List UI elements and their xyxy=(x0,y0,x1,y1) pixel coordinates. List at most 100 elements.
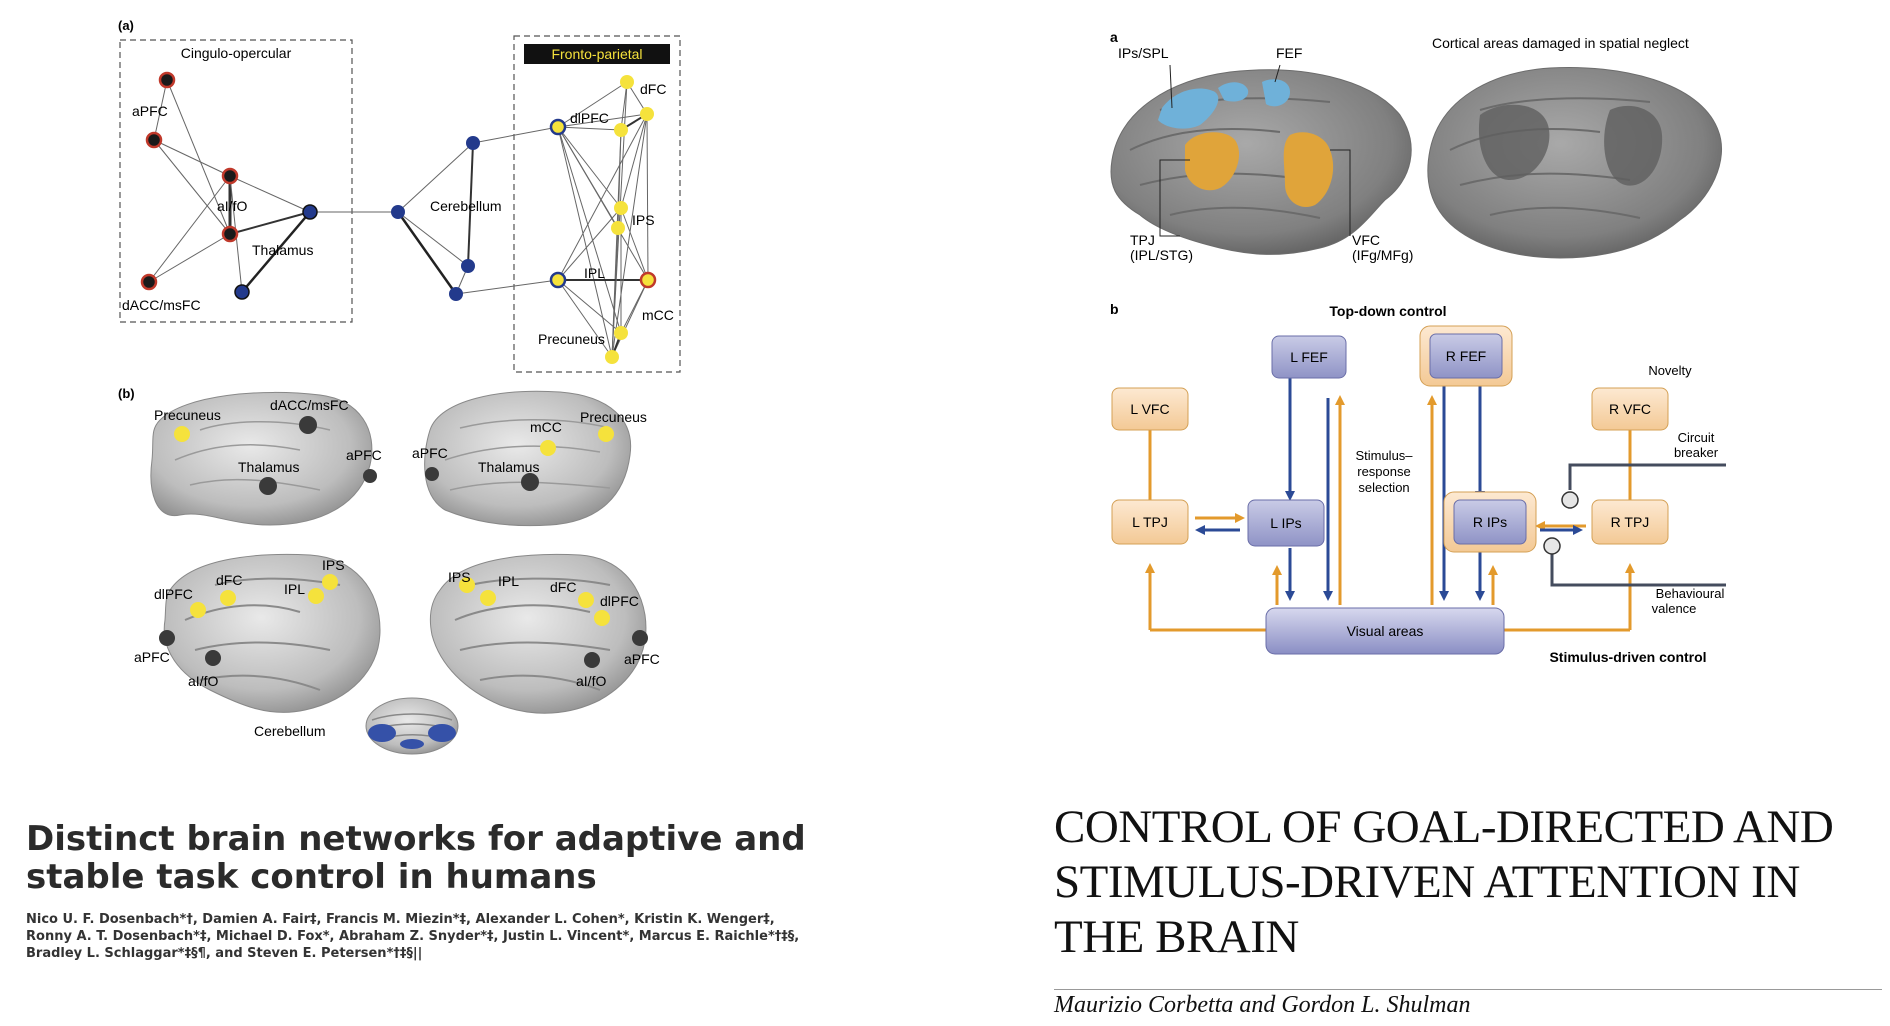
brain-label-apfc-1: aPFC xyxy=(346,447,382,463)
label-stimulus-driven: Stimulus-driven control xyxy=(1549,649,1706,665)
box-visual-areas-label: Visual areas xyxy=(1347,623,1424,639)
box-l-tpj: L TPJ xyxy=(1111,499,1189,545)
lesion-parietal xyxy=(1478,104,1550,180)
node-aifo-1 xyxy=(221,167,239,185)
label-dlpfc: dlPFC xyxy=(570,110,609,126)
brain-label-apfc-4: aPFC xyxy=(624,651,660,667)
node-apfc-2 xyxy=(145,131,163,149)
label-thalamus: Thalamus xyxy=(252,242,313,258)
circuit-breaker-knob xyxy=(1561,491,1579,509)
label-tpj: TPJ xyxy=(1130,232,1155,248)
fronto-parietal-box xyxy=(513,35,681,373)
brain-label-ips-l: IPS xyxy=(322,557,345,573)
cerebellum-blue-right xyxy=(428,724,456,742)
box-l-vfc-label: L VFC xyxy=(1130,401,1169,417)
box-l-vfc: L VFC xyxy=(1111,387,1189,431)
left-paper-authors-line2: Ronny A. T. Dosenbach*‡, Michael D. Fox*… xyxy=(26,929,800,944)
box-r-ips-label: R IPs xyxy=(1473,514,1507,530)
node-dacc xyxy=(140,273,158,291)
lesion-frontal xyxy=(1604,105,1663,186)
box-l-fef-label: L FEF xyxy=(1290,349,1328,365)
node-dfc-2 xyxy=(640,107,654,121)
brain-label-apfc-3: aPFC xyxy=(134,649,170,665)
node-dfc-1 xyxy=(620,75,634,89)
valence-knob xyxy=(1543,537,1561,555)
node-ipl xyxy=(549,271,567,289)
brain-label-thalamus-1: Thalamus xyxy=(238,459,299,475)
node-mcc xyxy=(614,326,628,340)
right-panel-b-label: b xyxy=(1110,301,1119,317)
box-r-ips: R IPs xyxy=(1443,491,1537,553)
node-dlpfc-2 xyxy=(614,123,628,137)
node-ips-2 xyxy=(611,221,625,235)
left-paper-authors-line3: Bradley L. Schlaggar*‡§¶, and Steven E. … xyxy=(26,946,423,961)
node-ips-1 xyxy=(614,201,628,215)
brain-label-apfc-2: aPFC xyxy=(412,445,448,461)
dot-dlpfc-r xyxy=(594,610,610,626)
dot-dlpfc-l xyxy=(190,602,206,618)
box-r-vfc: R VFC xyxy=(1591,387,1669,431)
dot-ips-l xyxy=(322,574,338,590)
box-l-fef: L FEF xyxy=(1271,335,1347,379)
node-thalamus-2 xyxy=(302,204,318,220)
cingulo-opercular-box xyxy=(119,39,353,323)
right-paper-title: CONTROL OF GOAL-DIRECTED AND STIMULUS-DR… xyxy=(1054,801,1834,963)
network-graph-panel: (a) Cingulo-opercular Fronto-parietal xyxy=(118,18,681,373)
brain-label-dacc: dACC/msFC xyxy=(270,397,349,413)
panel-b-label: (b) xyxy=(118,386,135,401)
fronto-parietal-header xyxy=(524,44,670,64)
label-dacc: dACC/msFC xyxy=(122,297,201,313)
label-cortical-caption: Cortical areas damaged in spatial neglec… xyxy=(1432,35,1689,51)
label-precuneus: Precuneus xyxy=(538,331,605,347)
box-l-ips: L IPs xyxy=(1247,499,1325,547)
brain-label-ips-r: IPS xyxy=(448,569,471,585)
label-cerebellum: Cerebellum xyxy=(430,198,502,214)
label-srs-3: selection xyxy=(1358,480,1409,495)
dot-dfc-l xyxy=(220,590,236,606)
dot-precuneus-left xyxy=(174,426,190,442)
dot-precuneus-right xyxy=(598,426,614,442)
panel-a-label: (a) xyxy=(118,18,134,33)
orange-connectors xyxy=(1145,395,1635,632)
blue-connectors xyxy=(1195,378,1583,601)
dot-ipl-l xyxy=(308,588,324,604)
label-tpj-sub: (IPL/STG) xyxy=(1130,247,1193,263)
dot-dacc xyxy=(299,416,317,434)
left-paper-title: Distinct brain networks for adaptive and… xyxy=(26,819,806,897)
label-apfc: aPFC xyxy=(132,103,168,119)
node-thalamus-1 xyxy=(234,284,250,300)
node-cerebellum-3 xyxy=(461,259,475,273)
brain-label-ipl-l: IPL xyxy=(284,581,305,597)
right-paper-authors: Maurizio Corbetta and Gordon L. Shulman xyxy=(1054,992,1471,1018)
label-ips: IPS xyxy=(632,212,655,228)
label-srs-1: Stimulus– xyxy=(1355,448,1413,463)
brain-lesion-map xyxy=(1427,66,1723,259)
label-aifo: aI/fO xyxy=(217,198,247,214)
node-cerebellum-1 xyxy=(391,205,405,219)
label-behav-2: valence xyxy=(1652,601,1697,616)
brain-label-dlpfc-r: dlPFC xyxy=(600,593,639,609)
label-behav-1: Behavioural xyxy=(1656,586,1725,601)
region-vfc xyxy=(1283,132,1334,208)
node-cerebellum-4 xyxy=(449,287,463,301)
brain-label-cerebellum: Cerebellum xyxy=(254,723,326,739)
neglect-brains-panel: a IPs/SPL FEF TPJ (IPL/STG) VFC (IFg/MFg… xyxy=(1110,29,1723,263)
box-l-tpj-label: L TPJ xyxy=(1132,514,1168,530)
modulator-lines xyxy=(1550,463,1726,587)
attention-diagram-panel: b Top-down control Stimulus-driven contr… xyxy=(1110,301,1726,665)
right-panel-a-label: a xyxy=(1110,29,1118,45)
box-r-tpj-label: R TPJ xyxy=(1611,514,1650,530)
brain-label-dfc-r: dFC xyxy=(550,579,576,595)
box-r-fef: R FEF xyxy=(1419,325,1513,387)
brain-label-mcc: mCC xyxy=(530,419,562,435)
box-r-tpj: R TPJ xyxy=(1591,499,1669,545)
brain-label-precuneus-r: Precuneus xyxy=(580,409,647,425)
dot-apfc-4 xyxy=(632,630,648,646)
label-mcc: mCC xyxy=(642,307,674,323)
dot-ips-r xyxy=(459,577,475,593)
dot-apfc-1 xyxy=(363,469,377,483)
label-ips-spl: IPs/SPL xyxy=(1118,45,1169,61)
cerebellum-nodes xyxy=(391,136,480,301)
brain-label-dlpfc-l: dlPFC xyxy=(154,586,193,602)
